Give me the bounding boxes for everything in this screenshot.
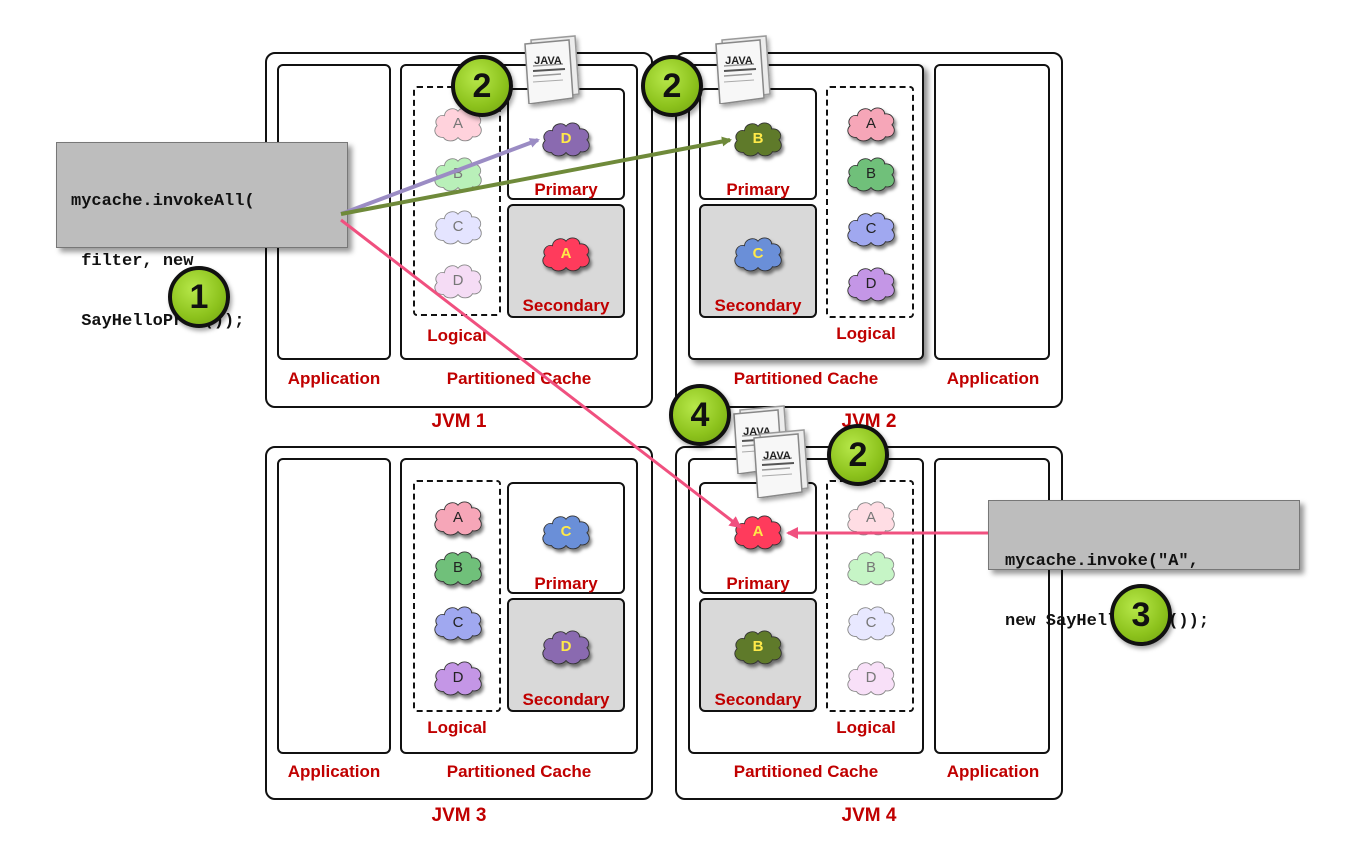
step-3-badge: 3	[1110, 584, 1172, 646]
logical-label-jvm2: Logical	[836, 324, 896, 343]
application-label-jvm1: Application	[287, 369, 381, 388]
partitioned-cache-label-jvm1: Partitioned Cache	[446, 369, 592, 388]
logical-label-jvm4: Logical	[836, 718, 896, 737]
logical-box-jvm1	[413, 86, 501, 316]
step-2-badge-jvm1: 2	[451, 55, 513, 117]
partitioned-cache-label-jvm4: Partitioned Cache	[733, 762, 879, 781]
primary-label-jvm1: Primary	[534, 180, 598, 199]
invoke-all-code-line-1: mycache.invokeAll(	[71, 192, 255, 211]
invoke-all-code-line-2: filter, new	[71, 252, 194, 271]
invoke-all-code-box: mycache.invokeAll( filter, new SayHelloP…	[56, 142, 348, 331]
logical-label-jvm1: Logical	[427, 326, 487, 345]
secondary-label-jvm4: Secondary	[714, 690, 802, 709]
application-box-jvm2	[934, 64, 1050, 360]
partitioned-cache-label-jvm2: Partitioned Cache	[733, 369, 879, 388]
secondary-label-jvm2: Secondary	[714, 296, 802, 315]
logical-box-jvm4	[826, 480, 914, 712]
invoke-one-code-box: mycache.invoke("A", new SayHelloProc());	[988, 500, 1300, 631]
application-box-jvm3	[277, 458, 391, 754]
logical-label-jvm3: Logical	[427, 718, 487, 737]
logical-box-jvm2	[826, 86, 914, 318]
step-2-badge-jvm2: 2	[641, 55, 703, 117]
primary-label-jvm3: Primary	[534, 574, 598, 593]
step-2-badge-jvm4: 2	[827, 424, 889, 486]
partitioned-cache-label-jvm3: Partitioned Cache	[446, 762, 592, 781]
logical-box-jvm3	[413, 480, 501, 712]
step-1-badge: 1	[168, 266, 230, 328]
jvm-1-label: JVM 1	[431, 411, 487, 432]
application-label-jvm4: Application	[946, 762, 1040, 781]
secondary-label-jvm1: Secondary	[522, 296, 610, 315]
jvm-3-label: JVM 3	[431, 805, 487, 826]
primary-label-jvm2: Primary	[726, 180, 790, 199]
jvm-4-label: JVM 4	[841, 805, 897, 826]
secondary-label-jvm3: Secondary	[522, 690, 610, 709]
invoke-one-code-line-1: mycache.invoke("A",	[1005, 552, 1199, 571]
application-label-jvm3: Application	[287, 762, 381, 781]
application-label-jvm2: Application	[946, 369, 1040, 388]
primary-label-jvm4: Primary	[726, 574, 790, 593]
step-4-badge: 4	[669, 384, 731, 446]
svg-text:JAVA: JAVA	[743, 426, 771, 438]
